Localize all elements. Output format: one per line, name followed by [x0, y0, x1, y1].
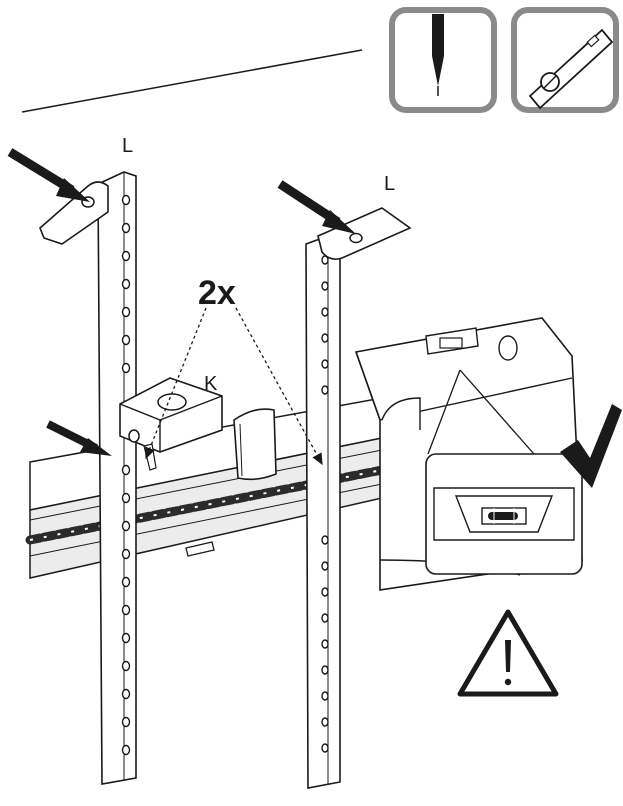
- label-bracket-left: L: [122, 135, 133, 157]
- level-tool-icon: [511, 7, 619, 113]
- quantity-pointers: [145, 307, 323, 466]
- label-bracket-right: L: [384, 173, 395, 195]
- warning-icon: [457, 609, 559, 697]
- label-clamp: K: [204, 373, 218, 395]
- pencil-mark-icon: [389, 7, 497, 113]
- label-quantity: 2x: [198, 274, 236, 312]
- level-callout: [425, 369, 583, 575]
- ceiling-lines: [21, 49, 363, 113]
- marking-arrows: [7, 148, 356, 456]
- checkmark-icon: [560, 404, 622, 488]
- bracket-left-holes: [121, 194, 131, 756]
- strap-band: [233, 408, 277, 481]
- bracket-right: [305, 207, 412, 789]
- bracket-right-holes: [321, 255, 329, 753]
